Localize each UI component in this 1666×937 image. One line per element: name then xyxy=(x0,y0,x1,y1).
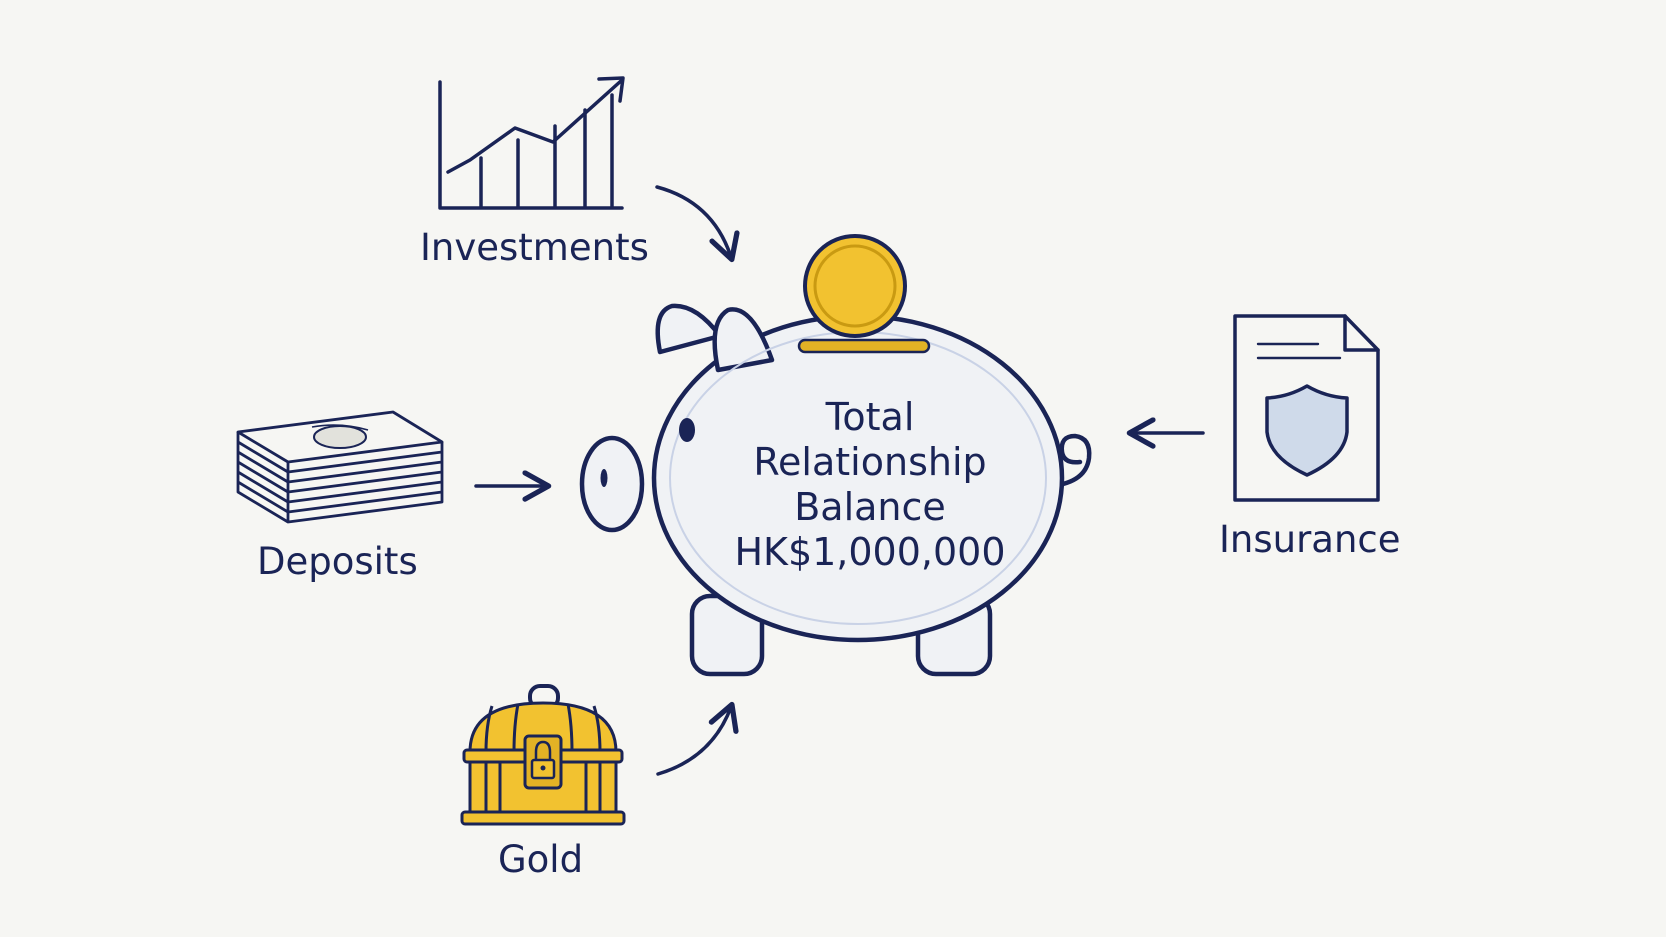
insurance-document-icon xyxy=(1233,314,1380,502)
arrow-gold xyxy=(656,701,739,776)
label-gold: Gold xyxy=(498,838,584,881)
center-amount: HK$1,000,000 xyxy=(734,530,1006,574)
label-insurance: Insurance xyxy=(1219,518,1401,561)
coin-icon xyxy=(803,234,907,338)
label-deposits: Deposits xyxy=(257,540,418,583)
total-balance-text: Total Relationship Balance HK$1,000,000 xyxy=(700,395,1040,575)
label-investments: Investments xyxy=(420,226,649,269)
center-line-1: Total xyxy=(825,395,915,439)
cash-stack-icon xyxy=(236,410,444,524)
arrow-investments xyxy=(655,185,740,263)
chart-growth-icon xyxy=(438,76,625,210)
piggy-bank-icon xyxy=(579,303,1092,677)
center-line-2: Relationship xyxy=(753,440,987,484)
center-line-3: Balance xyxy=(794,485,946,529)
treasure-chest-icon xyxy=(460,684,626,826)
